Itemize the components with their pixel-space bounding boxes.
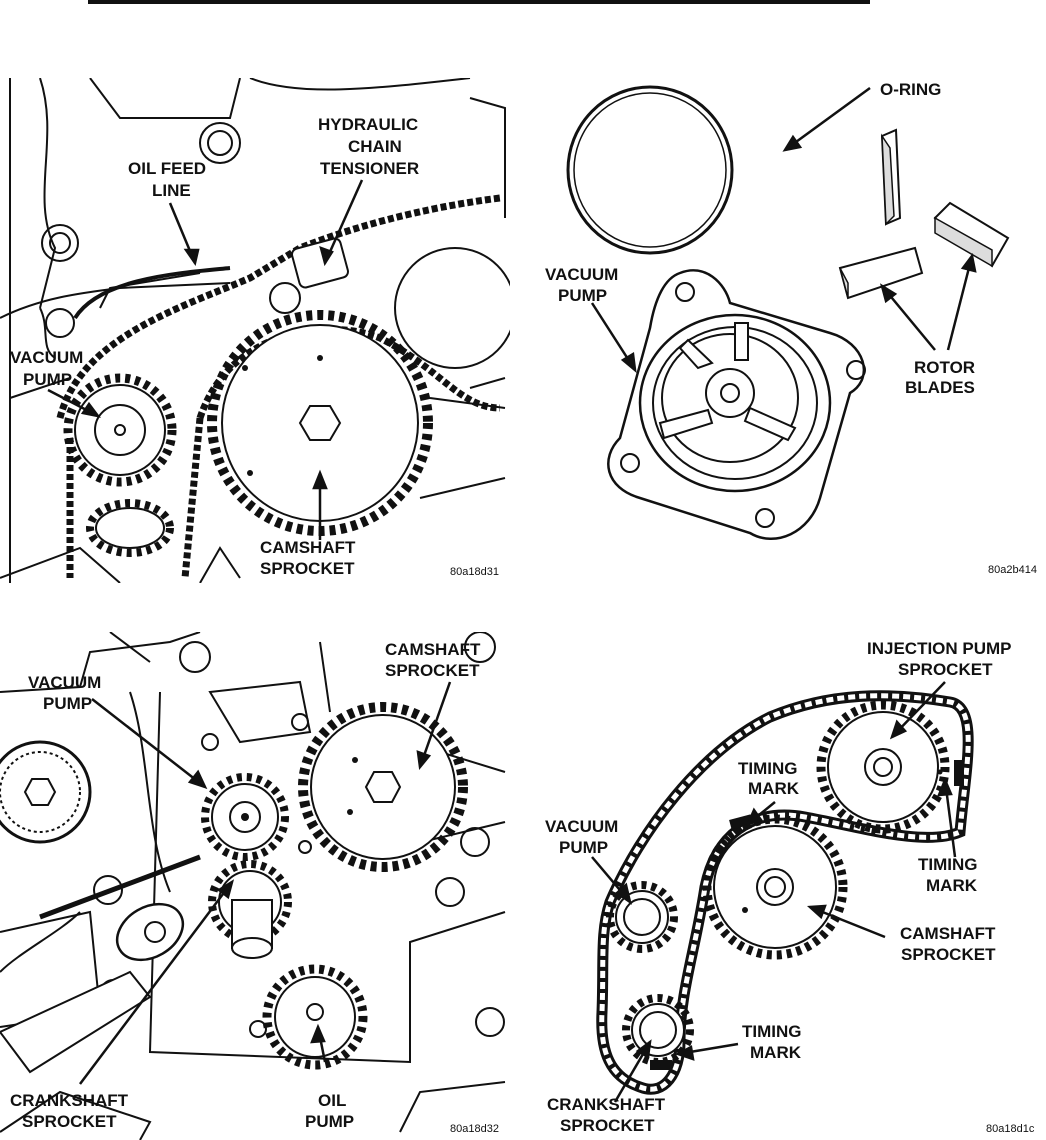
label-sprocket: SPROCKET	[385, 661, 480, 680]
label-injection-pump: INJECTION PUMP	[867, 639, 1012, 658]
panel-top-right: O-RING VACUUM PUMP ROTOR BLADES 80a2b414	[530, 78, 1046, 583]
vacuum-pump-exploded-illustration	[566, 85, 1010, 541]
label-vacuum: VACUUM	[10, 348, 84, 367]
label-camshaft: CAMSHAFT	[900, 924, 996, 943]
figure-code: 80a18d1c	[986, 1123, 1035, 1135]
top-rule	[88, 0, 870, 4]
label-vacuum: VACUUM	[545, 265, 619, 284]
label-blades: BLADES	[905, 378, 975, 397]
label-camshaft: CAMSHAFT	[385, 640, 481, 659]
label-line: LINE	[152, 181, 191, 200]
label-oil-feed: OIL FEED	[128, 159, 207, 178]
label-mark-injection: MARK	[926, 876, 977, 895]
timing-chain-diagram	[591, 681, 974, 1103]
label-camshaft-sprocket: SPROCKET	[901, 945, 996, 964]
label-timing-mark-crank: TIMING	[742, 1022, 802, 1041]
label-injection-sprocket: SPROCKET	[898, 660, 993, 679]
label-sprocket: SPROCKET	[260, 559, 355, 578]
panel-top-left: HYDRAULIC CHAIN TENSIONER OIL FEED LINE …	[0, 78, 510, 583]
label-mark-cam: MARK	[748, 779, 799, 798]
label-oil: OIL	[318, 1091, 347, 1110]
label-pump: PUMP	[558, 286, 608, 305]
label-tensioner: TENSIONER	[320, 159, 420, 178]
figure-code: 80a2b414	[988, 564, 1037, 576]
label-o-ring: O-RING	[880, 80, 942, 99]
label-chain: CHAIN	[348, 137, 402, 156]
label-timing-mark-cam: TIMING	[738, 759, 798, 778]
label-crankshaft: CRANKSHAFT	[547, 1095, 666, 1114]
label-pump: PUMP	[23, 370, 73, 389]
label-crankshaft: CRANKSHAFT	[10, 1091, 129, 1110]
panel-bottom-right: INJECTION PUMP SPROCKET TIMING MARK VACU…	[530, 632, 1046, 1140]
label-mark-crank: MARK	[750, 1043, 801, 1062]
label-crankshaft-sprocket: SPROCKET	[22, 1112, 117, 1131]
engine-illustration-bottom-left	[0, 632, 506, 1140]
figure-code: 80a18d31	[450, 566, 499, 578]
label-pump: PUMP	[43, 694, 93, 713]
label-hydraulic: HYDRAULIC	[318, 115, 419, 134]
label-pump: PUMP	[559, 838, 609, 857]
engine-illustration-top-left	[0, 78, 510, 583]
label-vacuum: VACUUM	[28, 673, 102, 692]
label-camshaft: CAMSHAFT	[260, 538, 356, 557]
label-rotor: ROTOR	[914, 358, 976, 377]
label-oil-pump: PUMP	[305, 1112, 355, 1131]
label-timing-mark-injection: TIMING	[918, 855, 978, 874]
label-vacuum: VACUUM	[545, 817, 619, 836]
figure-code: 80a18d32	[450, 1123, 499, 1135]
panel-bottom-left: CAMSHAFT SPROCKET VACUUM PUMP CRANKSHAFT…	[0, 632, 510, 1140]
label-crankshaft-sprocket: SPROCKET	[560, 1116, 655, 1135]
